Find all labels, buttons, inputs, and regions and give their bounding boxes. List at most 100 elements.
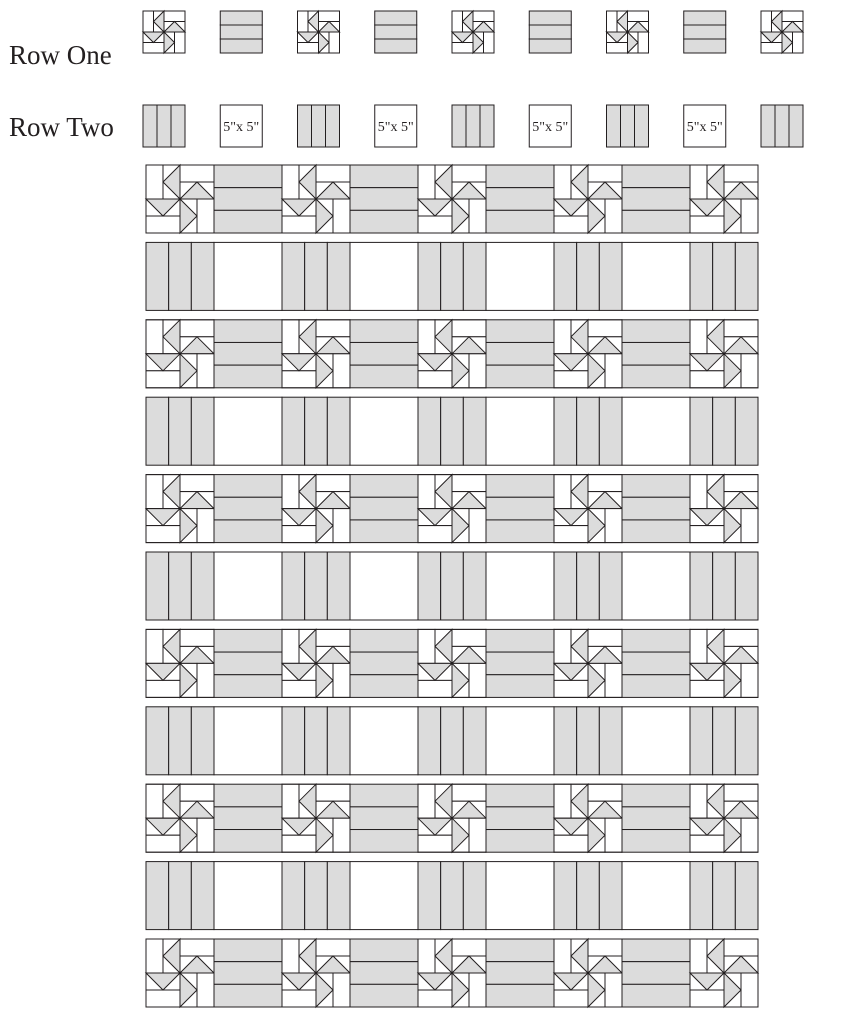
strips-v-block [298,105,340,147]
strips-v-block [554,397,622,465]
plain-square-block [350,397,418,465]
strips-h-block [486,165,554,233]
pinwheel-block [554,320,622,388]
plain-square-block [214,242,282,310]
plain-square-block: 5"x 5" [220,105,262,147]
strips-v-block [146,242,214,310]
strips-v-block [282,862,350,930]
plain-square-block: 5"x 5" [529,105,571,147]
strips-h-block [622,784,690,852]
plain-square-block [622,242,690,310]
plain-square-block [622,707,690,775]
plain-square-block [486,242,554,310]
strips-v-block [452,105,494,147]
strips-v-block [761,105,803,147]
plain-square-block [622,862,690,930]
pinwheel-block [690,320,758,388]
pinwheel-block [418,784,486,852]
strips-h-block [214,165,282,233]
strips-v-block [690,862,758,930]
strips-v-block [554,707,622,775]
plain-square-block [214,552,282,620]
pinwheel-block [554,629,622,697]
pinwheel-block [554,784,622,852]
pinwheel-block [146,320,214,388]
pinwheel-block [690,475,758,543]
strips-v-block [607,105,649,147]
pinwheel-block [282,320,350,388]
strips-v-block [146,552,214,620]
strips-v-block [146,862,214,930]
block-size-label: 5"x 5" [378,120,414,135]
strips-v-block [554,552,622,620]
strips-h-block [622,320,690,388]
plain-square-block [350,862,418,930]
pinwheel-block [146,784,214,852]
strips-v-block [418,862,486,930]
block-size-label: 5"x 5" [532,120,568,135]
plain-square-block [486,552,554,620]
strips-h-block [486,629,554,697]
strips-h-block [375,11,417,53]
pinwheel-block [282,939,350,1007]
strips-h-block [214,320,282,388]
plain-square-block [350,707,418,775]
pinwheel-block [418,320,486,388]
pinwheel-block [282,629,350,697]
strips-h-block [350,475,418,543]
strips-h-block [486,939,554,1007]
strips-h-block [214,784,282,852]
strips-v-block [418,397,486,465]
strips-v-block [143,105,185,147]
strips-v-block [282,397,350,465]
pinwheel-block [554,165,622,233]
plain-square-block: 5"x 5" [375,105,417,147]
strips-v-block [418,242,486,310]
strips-h-block [486,475,554,543]
strips-v-block [146,397,214,465]
pinwheel-block [452,11,494,53]
pinwheel-block [143,11,185,53]
pinwheel-block [690,939,758,1007]
strips-h-block [486,320,554,388]
plain-square-block [486,397,554,465]
strips-v-block [690,242,758,310]
strips-v-block [554,242,622,310]
pinwheel-block [418,165,486,233]
strips-h-block [622,629,690,697]
strips-v-block [690,707,758,775]
strips-h-block [214,629,282,697]
strips-h-block [350,165,418,233]
pinwheel-block [690,784,758,852]
block-size-label: 5"x 5" [223,120,259,135]
block-size-label: 5"x 5" [687,120,723,135]
strips-h-block [220,11,262,53]
strips-v-block [282,552,350,620]
strips-h-block [214,939,282,1007]
pinwheel-block [282,165,350,233]
plain-square-block [350,552,418,620]
pinwheel-block [146,629,214,697]
pinwheel-block [607,11,649,53]
plain-square-block [486,862,554,930]
pinwheel-block [418,629,486,697]
strips-v-block [418,707,486,775]
strips-v-block [146,707,214,775]
strips-h-block [214,475,282,543]
strips-h-block [350,320,418,388]
strips-h-block [622,165,690,233]
plain-square-block [622,552,690,620]
pinwheel-block [761,11,803,53]
plain-square-block [214,707,282,775]
strips-h-block [350,629,418,697]
pinwheel-block [554,475,622,543]
pinwheel-block [298,11,340,53]
plain-square-block [214,862,282,930]
plain-square-block: 5"x 5" [684,105,726,147]
strips-h-block [622,939,690,1007]
plain-square-block [350,242,418,310]
pinwheel-block [690,629,758,697]
strips-h-block [486,784,554,852]
